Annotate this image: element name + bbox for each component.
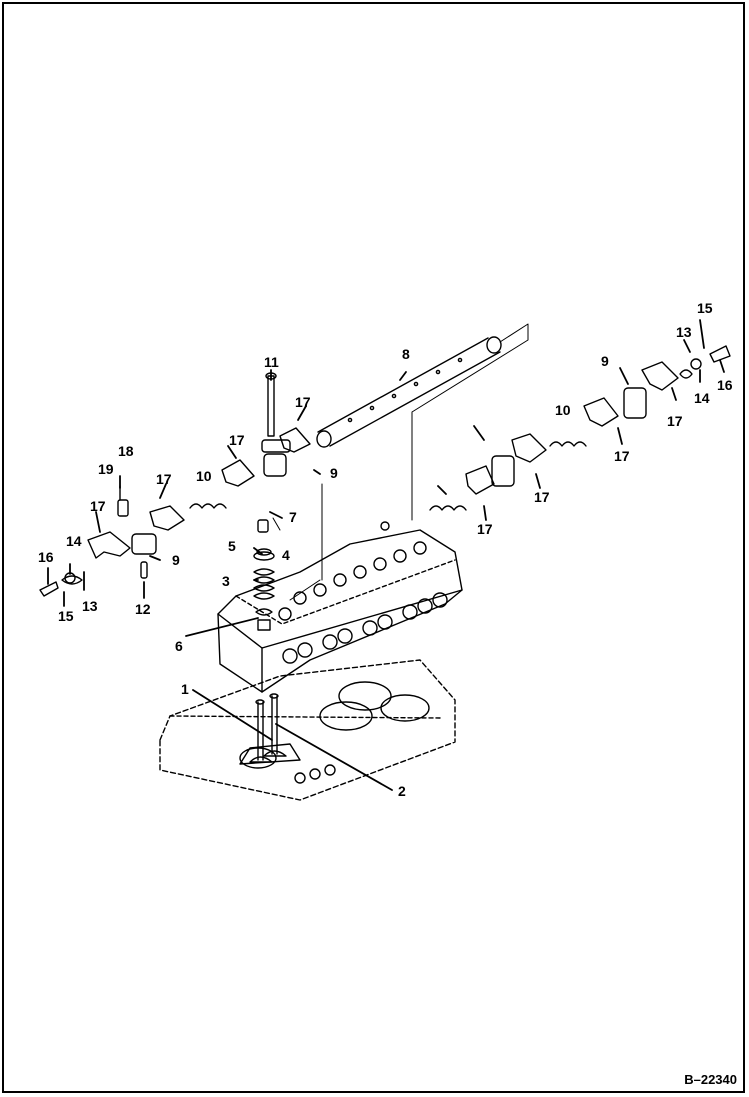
callout-12: 12 bbox=[135, 601, 151, 617]
callout-13: 13 bbox=[676, 324, 692, 340]
callout-17: 17 bbox=[614, 448, 630, 464]
callout-8: 8 bbox=[402, 346, 410, 362]
callout-15: 15 bbox=[697, 300, 713, 316]
callout-5: 5 bbox=[228, 538, 236, 554]
callout-16: 16 bbox=[717, 377, 733, 393]
callout-4: 4 bbox=[282, 547, 290, 563]
rocker-arm-right-group bbox=[429, 345, 731, 511]
callout-14: 14 bbox=[66, 533, 82, 549]
leader-lines bbox=[47, 319, 725, 791]
callout-17: 17 bbox=[156, 471, 172, 487]
callout-6: 6 bbox=[175, 638, 183, 654]
callout-17: 17 bbox=[534, 489, 550, 505]
callout-17: 17 bbox=[229, 432, 245, 448]
callout-18: 18 bbox=[118, 443, 134, 459]
callout-11: 11 bbox=[264, 354, 279, 370]
cylinder-head bbox=[217, 521, 463, 693]
callout-15: 15 bbox=[58, 608, 74, 624]
callout-17: 17 bbox=[295, 394, 311, 410]
callout-1: 1 bbox=[181, 681, 189, 697]
callout-7: 7 bbox=[289, 509, 297, 525]
callout-3: 3 bbox=[222, 573, 230, 589]
valve-spring-assembly bbox=[253, 519, 275, 631]
callout-9: 9 bbox=[601, 353, 609, 369]
figure-id: B–22340 bbox=[684, 1072, 737, 1087]
callout-10: 10 bbox=[196, 468, 212, 484]
rocker-shaft bbox=[316, 323, 529, 521]
callout-17: 17 bbox=[477, 521, 493, 537]
callout-13: 13 bbox=[82, 598, 98, 614]
callout-9: 9 bbox=[330, 465, 338, 481]
callout-9: 9 bbox=[172, 552, 180, 568]
callout-17: 17 bbox=[90, 498, 106, 514]
callout-16: 16 bbox=[38, 549, 54, 565]
cylinder-block bbox=[159, 659, 456, 801]
callout-17: 17 bbox=[667, 413, 683, 429]
callout-2: 2 bbox=[398, 783, 406, 799]
callout-labels: 1 2 3 4 5 6 7 8 9 9 9 10 10 11 12 13 13 … bbox=[38, 300, 733, 799]
callout-10: 10 bbox=[555, 402, 571, 418]
callout-14: 14 bbox=[694, 390, 710, 406]
callout-19: 19 bbox=[98, 461, 114, 477]
